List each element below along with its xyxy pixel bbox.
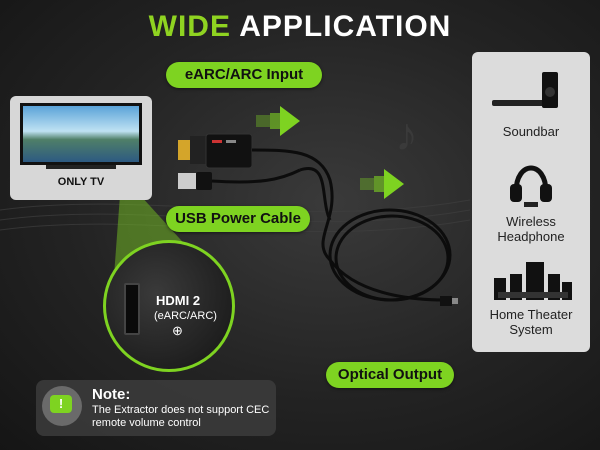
device-icons [492, 72, 572, 300]
arc-symbol-icon: ⊕ [172, 323, 183, 338]
arrow-right-icon [256, 106, 300, 136]
music-note-decoration: ♪ [395, 108, 418, 160]
device-label-headphone: Wireless Headphone [497, 214, 565, 244]
note-box: ! Note: The Extractor does not support C… [36, 380, 276, 436]
tv-icon [20, 103, 142, 165]
headphone-cups [510, 184, 552, 207]
soundbar-icon [492, 72, 558, 108]
title-accent: WIDE [148, 10, 231, 43]
tv-stand [46, 165, 116, 169]
exclamation-icon: ! [50, 395, 72, 413]
hdmi-port-subtitle: (eARC/ARC) [154, 310, 217, 322]
title-rest: APPLICATION [239, 10, 452, 43]
device-label-soundbar: Soundbar [502, 124, 560, 139]
output-devices-panel: Soundbar Wireless Headphone Home Theater… [472, 52, 590, 352]
cable [211, 148, 452, 302]
headphone-icon [513, 165, 549, 193]
note-text: The Extractor does not support CEC remot… [92, 404, 270, 429]
hdmi-port-title: HDMI 2 [156, 293, 201, 308]
tv-panel: ONLY TV [10, 96, 152, 200]
page-title: WIDE APPLICATION [0, 10, 600, 44]
usb-power-label: USB Power Cable [166, 206, 310, 232]
usb-plug [178, 172, 212, 190]
extractor-device [178, 133, 253, 169]
home-theater-icon [494, 262, 572, 300]
optical-plug [440, 296, 458, 306]
hdmi-port-zoom: HDMI 2 (eARC/ARC) ⊕ [103, 240, 235, 372]
device-label-home-theater: Home Theater System [489, 307, 573, 337]
note-icon: ! [42, 386, 82, 426]
hdmi-port-icon [124, 283, 140, 335]
earc-input-label: eARC/ARC Input [166, 62, 322, 88]
tv-label: ONLY TV [57, 176, 105, 188]
optical-output-label: Optical Output [326, 362, 454, 388]
note-title: Note: [92, 386, 131, 403]
arrow-right-icon [360, 169, 404, 199]
